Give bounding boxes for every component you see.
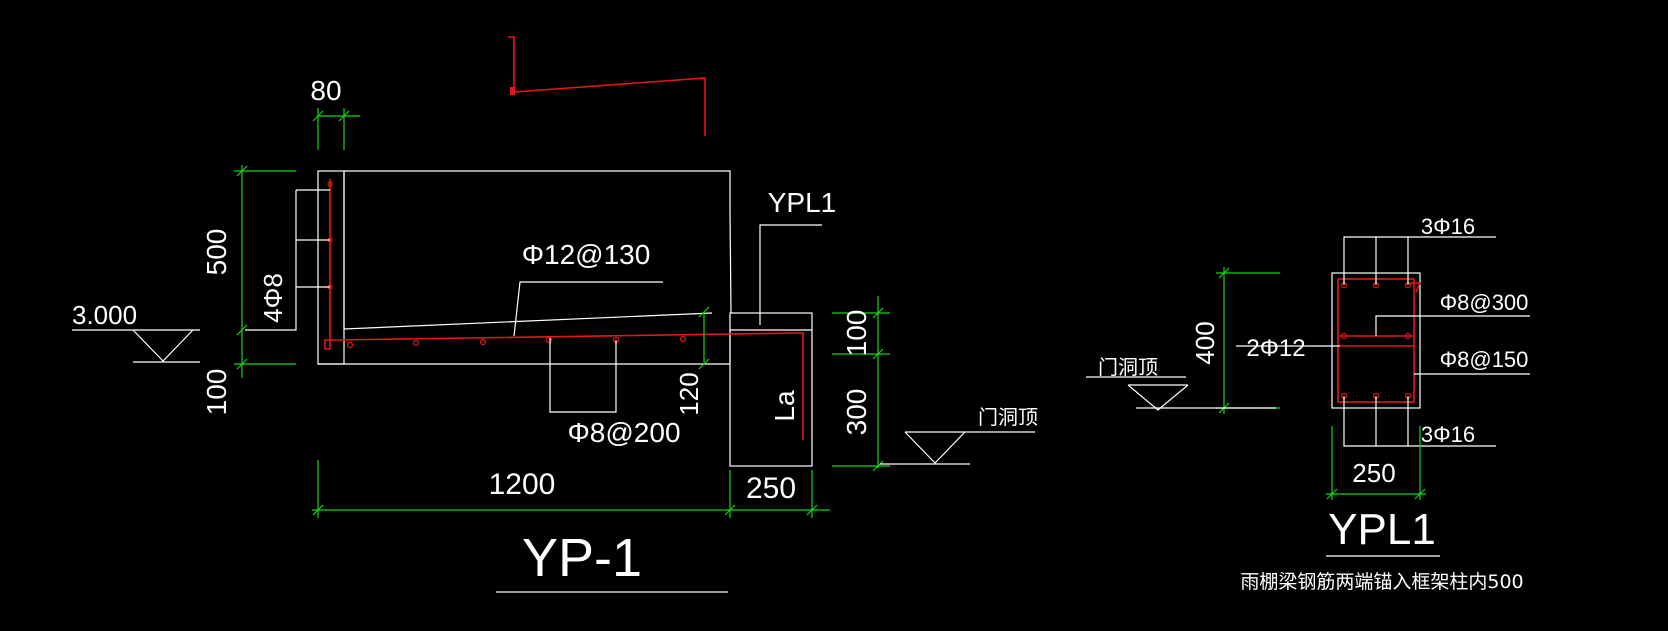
door-top-text: 门洞顶 (978, 405, 1038, 429)
dim-tick (806, 504, 818, 516)
top-bars-text: 3Φ16 (1421, 214, 1475, 239)
side-bars-text: 2Φ12 (1246, 335, 1305, 362)
side-bar-dot (1340, 332, 1348, 340)
dim-tick (1218, 267, 1230, 279)
beam-height-dim-text: 300 (841, 389, 872, 436)
dim-tick (872, 460, 884, 472)
door-top-triangle (904, 431, 966, 464)
wall-strip (317, 170, 345, 365)
dim-tick (236, 358, 248, 370)
slab-outline (344, 170, 731, 213)
height-dim-text: 400 (1190, 321, 1220, 364)
beam-label-text: YPL1 (768, 187, 837, 218)
slab-bar-dot (679, 335, 687, 343)
wall-bar-dot (327, 181, 333, 187)
slab-right-edge (729, 212, 732, 314)
width-dim-text: 250 (1352, 458, 1395, 488)
ypl1-note: 雨棚梁钢筋两端锚入框架柱内500 (1240, 571, 1523, 593)
dim-top-text: 80 (310, 75, 341, 106)
dim-tick (698, 358, 710, 370)
leader-beam-label (759, 224, 822, 325)
beam-section-outline (1331, 272, 1421, 409)
dim-beam-width-text: 250 (746, 472, 796, 505)
dim-height-text: 500 (201, 229, 232, 276)
slab-bar-dot (412, 339, 420, 347)
dim-tick (1326, 488, 1338, 500)
dim-tick (1414, 488, 1426, 500)
dim-tick (698, 306, 710, 318)
dim-length-text: 1200 (489, 468, 556, 501)
leader-dist-rebar (549, 338, 617, 413)
dim-tick (872, 307, 884, 319)
dim-tick (236, 324, 248, 336)
ypl1-section: 3Φ16 Φ8@300 Φ8@150 3Φ16 2Φ12 400 250 门洞顶… (1086, 214, 1530, 593)
thickness-text: 120 (674, 372, 704, 415)
door-top-text: 门洞顶 (1098, 355, 1158, 379)
leader-wall-vertical (245, 190, 297, 331)
slab-bar-dot (346, 341, 354, 349)
stirrup (1337, 278, 1415, 403)
stirrup-hook (1409, 282, 1422, 293)
door-top-triangle (1127, 384, 1189, 411)
dim-tick (312, 504, 324, 516)
beam-outline (729, 312, 813, 467)
slab-bar-dot (479, 338, 487, 346)
ypl1-title: YPL1 (1328, 505, 1436, 554)
dim-below-text: 100 (201, 369, 232, 416)
stirrup-inner-text: Φ8@150 (1440, 347, 1529, 372)
main-rebar-text: Φ12@130 (522, 239, 651, 270)
upper-rebar-hook (510, 87, 515, 95)
wall-rebar-text: 4Φ8 (258, 273, 288, 323)
dim-tick (724, 504, 736, 516)
slab-bar-dot (545, 336, 553, 344)
upper-rebar-detail (508, 36, 706, 136)
bottom-bars-text: 3Φ16 (1421, 422, 1475, 447)
dim-tick (236, 165, 248, 177)
side-bar-dot (1404, 332, 1412, 340)
stirrup-outer-text: Φ8@300 (1440, 290, 1529, 315)
elevation-triangle (132, 329, 194, 362)
anchor-text: La (769, 390, 800, 422)
leader-main-rebar (513, 281, 663, 337)
yp1-title: YP-1 (522, 528, 642, 588)
dim-tick (872, 348, 884, 360)
leader-stirrup-outer (1375, 315, 1530, 336)
dist-rebar-text: Φ8@200 (567, 417, 680, 448)
beam-top-dim-text: 100 (841, 310, 872, 357)
elevation-text: 3.000 (72, 300, 137, 330)
dim-tick (312, 110, 324, 122)
dim-tick (338, 110, 350, 122)
yp1-section: 80 500 100 4Φ8 3.000 Φ12@130 Φ8@200 120 … (72, 36, 1038, 593)
main-rebar (324, 179, 804, 440)
